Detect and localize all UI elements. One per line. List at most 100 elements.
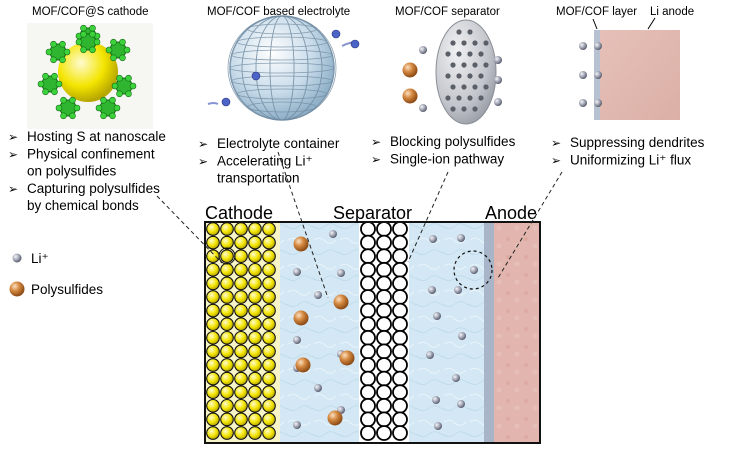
anode-bullet-marker: ➢ xyxy=(551,153,561,167)
separator-pore-ring xyxy=(360,411,376,428)
sulfur-particle xyxy=(262,276,276,291)
separator-pore-ring xyxy=(360,234,376,251)
sulfur-particle xyxy=(262,426,276,440)
li-ion-icon xyxy=(331,29,341,39)
separator-pore-ring xyxy=(392,261,408,278)
legend-li-ion-icon xyxy=(12,253,22,263)
separator-pore-ring xyxy=(376,357,392,373)
sulfur-particle xyxy=(262,398,276,413)
sulfur-particle xyxy=(220,371,234,386)
separator-pore-ring xyxy=(376,289,392,305)
anode-bullet-marker: ➢ xyxy=(551,136,561,150)
anode-region xyxy=(494,222,540,443)
connector-lines xyxy=(156,151,563,299)
battery-cell xyxy=(204,221,541,444)
legend: Li⁺ Polysulfides xyxy=(9,251,103,297)
sulfur-particle xyxy=(220,222,234,236)
sulfur-particle xyxy=(234,385,248,400)
sulfur-particle xyxy=(206,330,220,345)
legend-li-label: Li⁺ xyxy=(31,251,49,266)
polysulfide xyxy=(333,294,349,310)
li-ion xyxy=(293,268,301,276)
separator-pore-ring xyxy=(392,221,408,237)
separator-pore-ring xyxy=(376,397,392,414)
separator-pore-ring xyxy=(392,234,408,251)
cathode-label: Cathode xyxy=(205,203,273,223)
anode-bullet-text: Suppressing dendrites xyxy=(570,135,705,150)
sulfur-particle xyxy=(262,344,276,359)
sulfur-particle xyxy=(262,235,276,250)
separator-disk-illustration xyxy=(402,19,502,125)
separator-pore-ring xyxy=(376,221,392,237)
framework-cluster xyxy=(45,40,71,64)
sulfur-particle xyxy=(206,385,220,400)
separator-pore-ring xyxy=(376,370,392,387)
li-ion-icon xyxy=(594,42,602,50)
li-ion-icon xyxy=(350,39,360,49)
li-ion-icon xyxy=(594,99,602,107)
electrolyte-bullet-marker: ➢ xyxy=(198,154,208,168)
separator-pore-ring xyxy=(360,316,376,333)
sulfur-particle xyxy=(206,358,220,372)
sulfur-particle xyxy=(234,249,248,264)
separator-pore-ring xyxy=(376,343,392,360)
sulfur-particle xyxy=(234,290,248,304)
mof-layer-title: MOF/COF layer xyxy=(556,6,637,18)
separator-pore-ring xyxy=(376,329,392,346)
sulfur-particle xyxy=(220,303,234,318)
legend-polysulfide-icon xyxy=(9,281,25,297)
separator-pore-ring xyxy=(360,370,376,387)
sulfur-particle xyxy=(262,371,276,386)
separator-pore-ring xyxy=(376,316,392,333)
separator-pore-ring xyxy=(376,384,392,401)
separator-pore-ring xyxy=(392,411,408,428)
sulfur-particle xyxy=(206,222,220,236)
separator-pore-ring xyxy=(392,329,408,346)
sulfur-particle xyxy=(206,262,220,277)
separator-pore-ring xyxy=(360,289,376,305)
electrolyte-bullet-text: Electrolyte container xyxy=(217,136,340,151)
framework-cluster xyxy=(95,96,121,120)
sulfur-particle xyxy=(206,344,220,359)
sulfur-particle xyxy=(220,330,234,345)
framework-cluster xyxy=(111,74,137,98)
sulfur-particle xyxy=(248,303,262,318)
separator-pore-ring xyxy=(360,248,376,265)
sulfur-particle xyxy=(234,412,248,427)
li-ion xyxy=(433,312,441,320)
cathode-highlight-ring xyxy=(218,247,236,265)
sulfur-particle xyxy=(248,330,262,345)
polysulfide-icon xyxy=(402,88,418,104)
li-ion-icon xyxy=(494,98,502,106)
polysulfide xyxy=(293,310,309,326)
separator-pore-ring xyxy=(392,316,408,333)
sulfur-particle xyxy=(234,235,248,250)
li-ion xyxy=(337,269,345,277)
li-ion-icon xyxy=(594,71,602,79)
sulfur-particle xyxy=(248,398,262,413)
li-ion xyxy=(457,234,465,242)
separator-pore-ring xyxy=(392,289,408,305)
li-ion xyxy=(293,421,301,429)
cell-border xyxy=(204,221,541,444)
li-ion xyxy=(314,384,322,392)
sulfur-particle xyxy=(220,344,234,359)
separator-pore-ring xyxy=(392,343,408,360)
sulfur-particle xyxy=(248,262,262,277)
li-ion xyxy=(458,332,466,340)
sulfur-particle xyxy=(248,235,262,250)
sulfur-particle xyxy=(248,290,262,304)
separator-pore-ring xyxy=(376,302,392,319)
sulfur-particle xyxy=(248,426,262,440)
sulfur-particle xyxy=(206,398,220,413)
sulfur-particle xyxy=(220,317,234,332)
sulfur-particle xyxy=(220,290,234,304)
sulfur-particle xyxy=(234,262,248,277)
polysulfide-icon xyxy=(402,62,418,78)
li-ion xyxy=(428,286,436,294)
mof-sphere xyxy=(229,15,335,121)
li-ion-icon xyxy=(221,97,231,107)
separator-bullet-marker: ➢ xyxy=(371,135,381,149)
separator-pore-ring xyxy=(360,221,376,237)
framework-cluster xyxy=(37,72,63,96)
